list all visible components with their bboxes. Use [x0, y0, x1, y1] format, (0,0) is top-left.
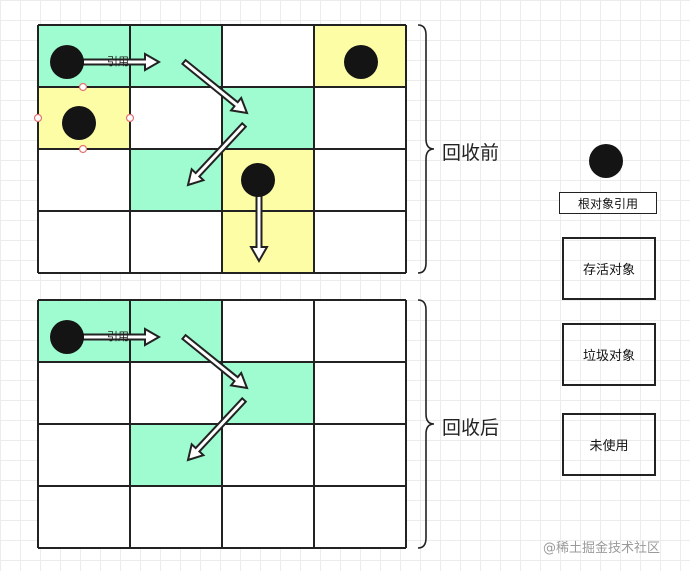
panel-before-cell-unused: [314, 87, 406, 149]
legend-unused-cell: 未使用: [562, 413, 656, 476]
legend-root-ref-label: 根对象引用: [559, 192, 657, 214]
panel-before-cell-unused: [130, 211, 222, 273]
panel-before-cell-unused: [38, 149, 130, 211]
panel-after-arrow-ref: [82, 327, 162, 347]
panel-before-curly-bracket: [417, 24, 435, 274]
panel-before-label: 回收前: [442, 142, 500, 164]
panel-before-selection-handle: [33, 113, 43, 123]
panel-before-root-object-icon: [241, 163, 275, 197]
panel-after-root-object-icon: [50, 320, 84, 354]
legend-garbage-object: 垃圾对象: [562, 323, 656, 386]
panel-before-cell-unused: [314, 211, 406, 273]
panel-before-reference-label: 引用: [107, 54, 129, 68]
panel-before-selection-handle: [78, 82, 88, 92]
panel-before-selection-handle: [125, 113, 135, 123]
panel-before-cell-garbage: [222, 211, 314, 273]
panel-after-cell-unused: [222, 300, 314, 362]
panel-before-cell-unused: [314, 149, 406, 211]
panel-after-cell-unused: [130, 362, 222, 424]
panel-before-root-object-icon: [344, 45, 378, 79]
watermark: @稀土掘金技术社区: [543, 541, 661, 556]
panel-before-cell-unused: [38, 211, 130, 273]
panel-before-arrow-ref: [82, 52, 162, 72]
panel-after-cell-unused: [314, 300, 406, 362]
panel-before-cell-unused: [222, 25, 314, 87]
panel-before-selection-handle: [78, 144, 88, 154]
legend-live-object: 存活对象: [562, 237, 656, 300]
panel-after-cell-unused: [222, 424, 314, 486]
legend-unused-label: 未使用: [589, 439, 629, 454]
panel-before-arrow-ref: [186, 121, 248, 187]
panel-before-root-object-icon: [62, 106, 96, 140]
panel-after-cell-live: [130, 424, 222, 486]
panel-after-cell-unused: [314, 486, 406, 548]
panel-after-cell-unused: [38, 486, 130, 548]
panel-before-cell-live: [222, 87, 314, 149]
panel-after-cell-unused: [314, 424, 406, 486]
panel-after-cell-unused: [38, 424, 130, 486]
panel-after-arrow-ref: [180, 333, 249, 390]
legend-root-object-icon: [589, 144, 623, 178]
panel-before-arrow-ref: [249, 194, 269, 264]
panel-after-reference-label: 引用: [107, 329, 129, 343]
panel-after-curly-bracket: [417, 299, 435, 549]
panel-after-cell-unused: [38, 362, 130, 424]
panel-before-cell-unused: [130, 87, 222, 149]
legend-garbage-label: 垃圾对象: [582, 349, 635, 364]
legend-live-label: 存活对象: [582, 263, 635, 278]
panel-after-cell-unused: [314, 362, 406, 424]
panel-after-cell-live: [222, 362, 314, 424]
panel-before-arrow-ref: [180, 58, 249, 115]
panel-after-cell-unused: [130, 486, 222, 548]
panel-after-label: 回收后: [442, 417, 500, 439]
panel-after-arrow-ref: [186, 396, 248, 462]
panel-before-root-object-icon: [50, 45, 84, 79]
panel-after-cell-unused: [222, 486, 314, 548]
panel-before-cell-live: [130, 149, 222, 211]
